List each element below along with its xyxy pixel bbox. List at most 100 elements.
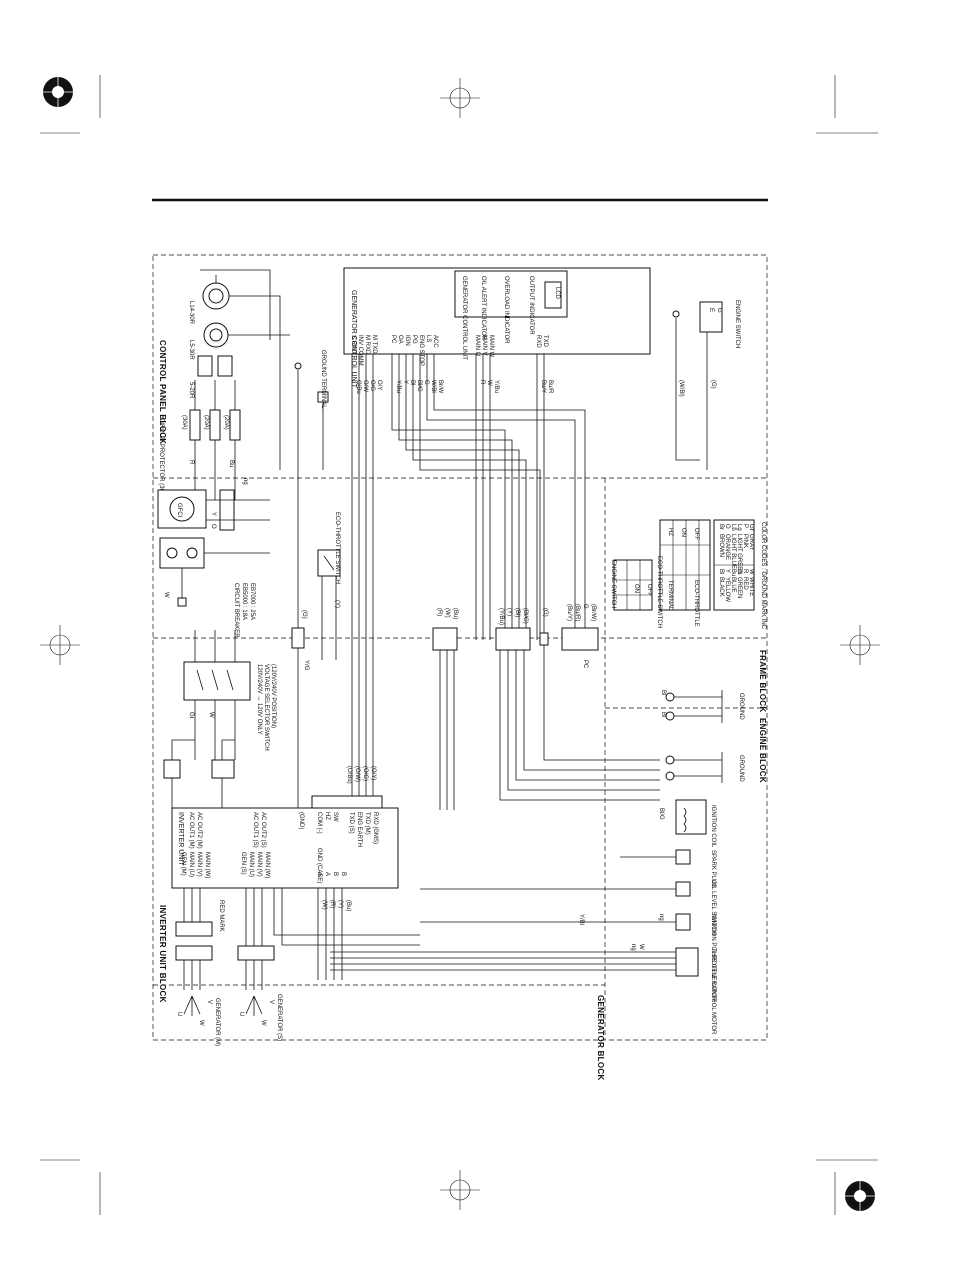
color-name: GRAY [748, 534, 754, 551]
connector-wire: (Bu) [452, 608, 458, 619]
wire-label: O [210, 524, 216, 529]
inverter-out-pin: AC OUT1 (S) [252, 812, 258, 848]
color-code: P [742, 524, 748, 528]
wire-label: (Bu) [345, 900, 351, 911]
ground-terminal-label: GROUND TERMINAL [320, 350, 326, 409]
wire-label: Y [210, 512, 216, 516]
inverter-out-pin: TXD (S) [348, 812, 354, 834]
ground-label: GROUND [738, 693, 744, 720]
receptacle-5-20r: 5-20R [188, 355, 233, 399]
wire-label: ng [658, 914, 664, 921]
lcd-display [544, 281, 562, 309]
wire-label: Br/W [437, 380, 443, 394]
phase-w: W [260, 1020, 266, 1026]
phase-v: V [268, 1000, 274, 1004]
wire-label: (Y) [334, 600, 340, 608]
wire-label: W [638, 944, 644, 950]
gcu-title: GENERATOR CONTROL UNIT [350, 290, 357, 389]
receptacle-l14-30r: L14-30R [188, 282, 230, 325]
circuit-breaker-rating-2: EB7000 : 25A [249, 583, 255, 620]
gcu-pin: TXD [542, 335, 548, 348]
color-code: Bl [718, 569, 724, 574]
indicator-label: GENERATOR CONTROL UNIT [461, 276, 467, 360]
wire-label: W [208, 712, 214, 718]
color-name: BLUE [730, 577, 736, 593]
color-name: PINK [742, 534, 748, 548]
control-panel-block-title: CONTROL PANEL BLOCK [158, 340, 167, 444]
gcu-pin: S RXD [350, 335, 356, 354]
connector-pc [561, 627, 599, 651]
color-name: BLACK [718, 577, 724, 597]
diagram-border [152, 254, 768, 1041]
gcu-pin: MAIN U [474, 335, 480, 356]
wire-label: (G) [301, 610, 307, 619]
connector-wire: (Y/Bu) [498, 608, 504, 625]
gcu-pin: MAIN W [488, 335, 494, 358]
output-indicator: OUTPUT INDICATOR [528, 276, 534, 335]
red-mark-label: RED MARK [218, 900, 224, 932]
registration-target-bottom-right [840, 1176, 880, 1216]
eco-throttle-table: ECO-THROTTLE SWITCH TERMINAL HZ ECO-THRO… [656, 519, 711, 628]
phase-pin: A [316, 872, 322, 876]
gnd-case-label: GND (CASE) [316, 848, 322, 883]
circuit-breaker-title: CIRCUIT BREAKER [233, 583, 239, 638]
engine-switch-table: ENGINE SWITCH ON OFF [610, 559, 653, 611]
frame-block-title: FRAME BLOCK [758, 650, 767, 712]
crop-marks [40, 75, 880, 1215]
color-name: LIGHT BLUE [730, 534, 736, 569]
throttle-control-motor [675, 947, 699, 977]
gcu-pin: ACC [432, 335, 438, 348]
connector-wire: (Bu/Y) [566, 604, 572, 621]
registration-target-top-left [38, 72, 78, 112]
wire-label: Bl/G [658, 808, 664, 820]
wire-label: W/Bl [430, 380, 436, 393]
phase-pin: B [332, 872, 338, 876]
protector-20a-1 [209, 409, 221, 441]
gcu-pin: M TXD [371, 335, 377, 354]
inverter-out-pin: AC OUT1 (M) [188, 812, 194, 849]
gcu-indicators: GENERATOR CONTROL UNIT OIL ALERT INDICAT… [461, 276, 562, 360]
block-frames [152, 254, 768, 1041]
wire-label: O/G [369, 380, 375, 391]
wire-label: Y/G [303, 660, 309, 671]
gcu-pin: IGN [404, 335, 410, 346]
phase-pin: A [324, 872, 330, 876]
color-code: Gr [748, 524, 754, 531]
gcu-pin: M RXD [364, 335, 370, 355]
color-name: LIGHT GREEN [736, 534, 742, 575]
color-code: Lg [736, 524, 742, 531]
phase-u: U [238, 1012, 244, 1016]
engine-components: IGNITION COIL Bl/G SPARK PLUG OIL LEVEL … [330, 799, 716, 1035]
wire-label: Y/Bl [578, 914, 584, 925]
connector-wire: (Br/W) [590, 604, 596, 621]
wire-label: Bl [660, 690, 666, 695]
inverter-out-pin: HZ [324, 812, 330, 820]
inverter-in-pin: MAIN (V) [256, 852, 262, 877]
ignition-pulse-generator [675, 913, 691, 931]
voltage-switch-position: (120V/240V POSITION) [270, 664, 276, 728]
color-name: RED [742, 577, 748, 590]
color-code-table: Br BROWN O ORANGE Lb LIGHT BLUE Lg LIGHT… [713, 519, 766, 630]
oil-level-switch [675, 881, 691, 897]
connector-wire: G [582, 604, 588, 609]
gfci: GFCI ng Y O [157, 478, 270, 531]
circuit-breaker: CIRCUIT BREAKER EB5000 : 18A EB7000 : 25… [159, 537, 270, 638]
protector-20a-2 [229, 409, 241, 441]
inverter-in-pin: GEN (S) [240, 852, 246, 875]
frame-grounds: GROUND Bl Bl [660, 690, 744, 723]
wire-label: (W) [321, 900, 327, 910]
wire-label: ng [630, 944, 636, 951]
phase-u: U [176, 1012, 182, 1016]
block-titles: CONTROL PANEL BLOCK INVERTER UNIT BLOCK … [158, 340, 767, 1081]
ground-terminal: GROUND TERMINAL [294, 350, 329, 470]
gcu-pin: PG [411, 335, 417, 344]
gcu-pin-labels: S RXD INV COMM M RXD M TXD PC OA IGN PG … [350, 335, 548, 366]
circuit-protectors: CIRCUIT PROTECTOR (30A) (30A) (20A) (20A… [158, 380, 241, 500]
wire-label: W [163, 592, 169, 598]
inverter-out-pin: AC OUT2 (S) [260, 812, 266, 848]
eco-table-row: ON [680, 528, 686, 537]
gcu-wire-bundle: O/Bu O/W O/G O/Y Y/Bu Y Bl Bl/G G W/Bl B… [351, 318, 708, 810]
color-name: WHITE [748, 577, 754, 596]
gcu-pin: MAIN V [481, 335, 487, 356]
inverter-in-pin: MAIN (V) [196, 852, 202, 877]
